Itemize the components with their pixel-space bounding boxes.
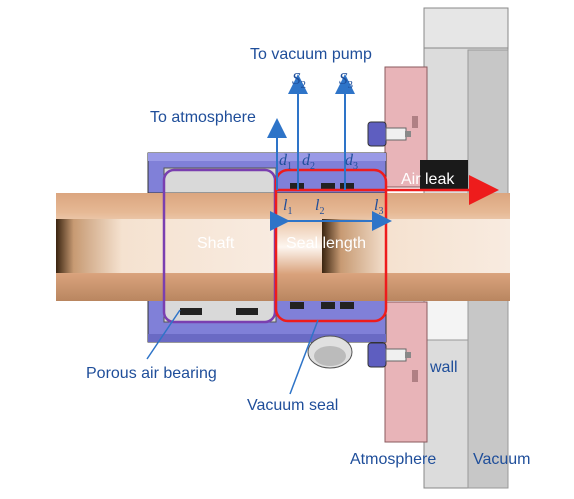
seal-length-label: Seal length [286, 235, 366, 252]
svg-text:l3: l3 [374, 197, 383, 217]
s3-sub: 3 [348, 79, 354, 91]
svg-text:S3: S3 [339, 69, 354, 91]
housing-top [147, 152, 387, 194]
d2-sub: 2 [310, 161, 315, 172]
seal-outline [274, 168, 388, 323]
to-atmosphere-label: To atmosphere [150, 109, 256, 126]
s3-label: S [339, 69, 348, 88]
svg-text:l2: l2 [315, 197, 324, 217]
l2-sub: 2 [319, 206, 324, 217]
d1-sub: 1 [287, 161, 292, 172]
l1-sub: 1 [287, 206, 292, 217]
bearing-leader [146, 309, 181, 360]
d1-label: d [279, 152, 288, 169]
porous-air-bearing-label: Porous air bearing [86, 365, 217, 382]
seal-leader [289, 319, 319, 395]
svg-text:S2: S2 [292, 69, 306, 91]
housing-bottom [147, 299, 387, 369]
atmosphere-label: Atmosphere [350, 451, 436, 468]
bolt-bottom [367, 342, 411, 368]
s2-sub: 2 [301, 79, 307, 91]
bolt-top [367, 121, 411, 147]
air-leak-label: Air leak [401, 171, 455, 188]
flange-gap-block [420, 160, 468, 190]
s2-label: S [292, 69, 301, 88]
d3-label: d [345, 152, 354, 169]
d3-sub: 3 [353, 161, 358, 172]
l3-label: l [374, 197, 379, 214]
vacuum-label: Vacuum [473, 451, 531, 468]
vacuum-seal-label: Vacuum seal [247, 397, 338, 414]
svg-text:d3: d3 [345, 152, 358, 172]
l1-label: l [283, 197, 288, 214]
l3-sub: 3 [378, 206, 383, 217]
to-vacuum-pump-label: To vacuum pump [250, 46, 372, 63]
d2-label: d [302, 152, 311, 169]
shaft-label: Shaft [197, 235, 235, 252]
svg-text:l1: l1 [283, 197, 292, 217]
wall-label: wall [429, 359, 458, 376]
svg-text:d2: d2 [302, 152, 315, 172]
l2-label: l [315, 197, 320, 214]
svg-text:d1: d1 [279, 152, 292, 172]
